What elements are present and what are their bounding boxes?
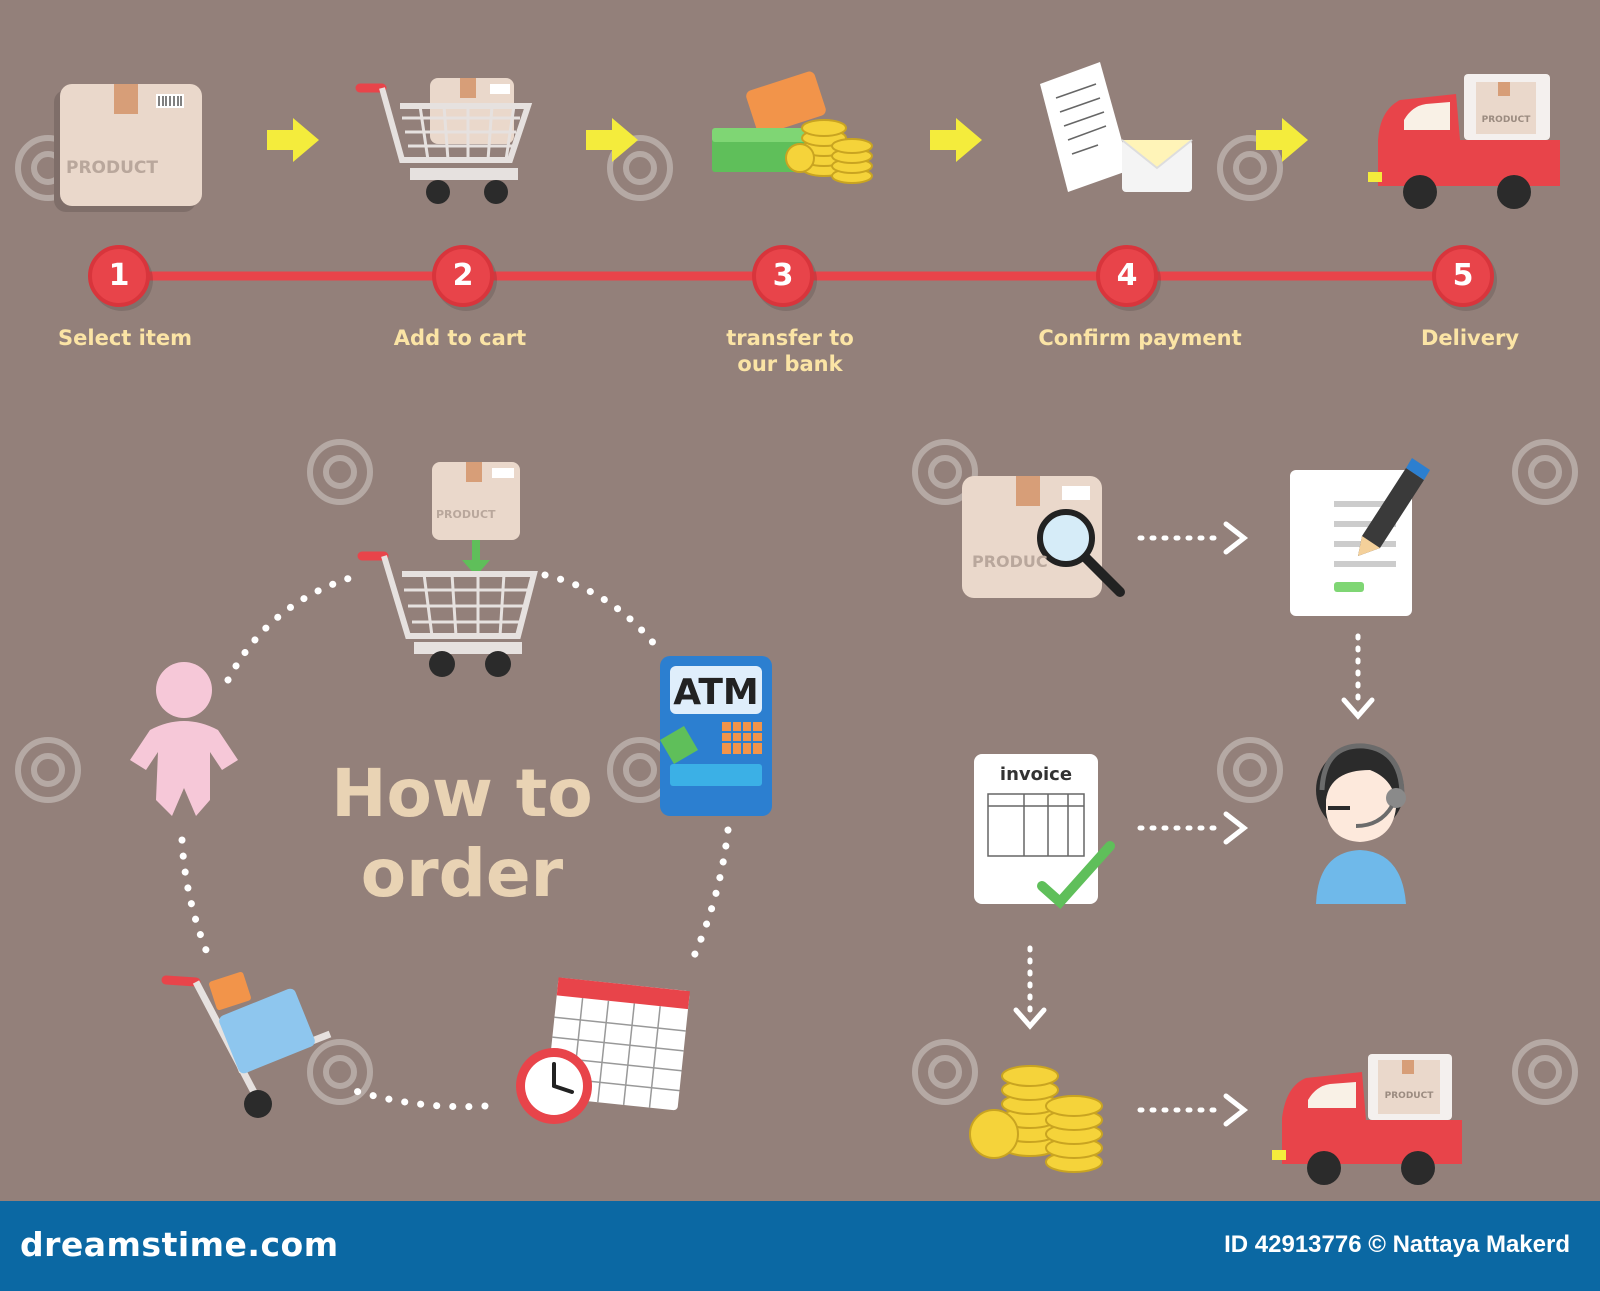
diagram-title-line2: order [360,835,564,912]
calendar-clock-icon [516,977,690,1124]
atm-text: ATM [673,672,758,713]
cycle-dotted-path [178,571,732,1111]
product-search-icon [962,476,1125,598]
product-box-icon [54,84,202,212]
flow-arrow-icon [267,118,1308,162]
product-into-cart-icon [357,462,538,677]
product-box-text: PRODUC [972,552,1048,571]
footer-credit: ID 42913776 © Nattaya Makerd [1224,1231,1570,1258]
product-box-text: PRODUCT [66,158,158,178]
step-number: 4 [1096,245,1158,307]
delivery-truck-icon: PRODUCT [1272,1054,1462,1185]
footer-brand[interactable]: dreamstime.com [20,1225,339,1264]
truck-box-text: PRODUCT [1482,115,1532,125]
delivery-truck-icon: PRODUCT [1368,74,1560,209]
support-agent-icon [1316,743,1406,904]
form-pencil-icon [1290,458,1430,616]
diagram-title-line1: How to [331,755,593,832]
step-number: 1 [88,245,150,307]
step-label: Confirm payment [1038,326,1242,350]
step-number: 5 [1432,245,1494,307]
invoice-check-icon: invoice [974,754,1115,910]
footer-bar: dreamstime.com ID 42913776 © Nattaya Mak… [0,1201,1600,1291]
receipt-envelope-icon [1040,62,1193,192]
invoice-text: invoice [1000,764,1072,785]
watermark-group [15,135,1578,1105]
infographic: PRODUCT [15,62,1578,1185]
hand-truck-icon [161,971,332,1118]
illustration-canvas: PRODUCT [15,62,1578,1185]
product-box-text: PRODUCT [436,508,496,521]
step-number: 2 [432,245,494,307]
person-icon [130,662,238,816]
step-label: Delivery [1420,326,1520,350]
coins-icon [969,1065,1103,1173]
money-card-icon [712,71,873,184]
step-number: 3 [752,245,814,307]
cart-icon [355,78,533,204]
truck-box-text: PRODUCT [1385,1091,1435,1101]
atm-icon: ATM [660,656,772,816]
step-label: Add to cart [393,326,527,350]
step-label: Select item [58,326,192,350]
step-label: transfer to our bank [726,326,854,376]
dotted-arrow-icon [1013,521,1375,1127]
